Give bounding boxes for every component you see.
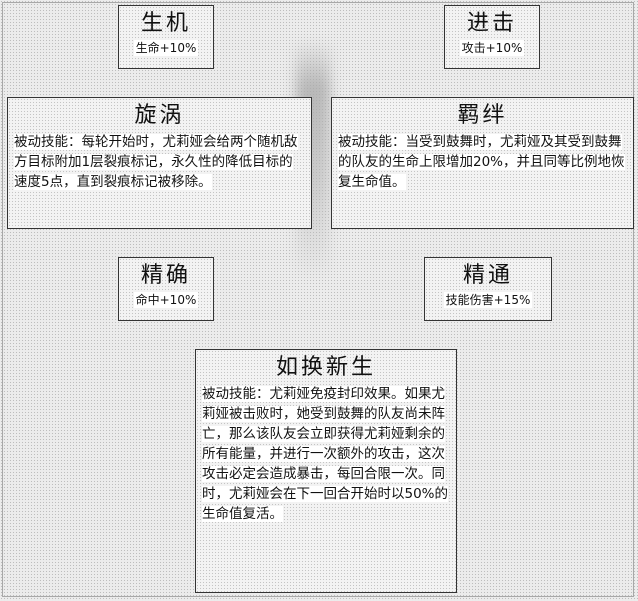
card-title: 旋涡	[134, 103, 185, 128]
card-title: 进击	[466, 11, 517, 36]
card-jiban: 羁绊 被动技能：当受到鼓舞时，尤莉娅及其受到鼓舞的队友的生命上限增加20%，并且…	[331, 97, 634, 229]
card-description: 被动技能：每轮开始时，尤莉娅会给两个随机敌方目标附加1层裂痕标记，永久性的降低目…	[14, 134, 298, 190]
card-title: 生机	[140, 11, 191, 36]
card-title: 精通	[462, 263, 513, 288]
card-xuanwo: 旋涡 被动技能：每轮开始时，尤莉娅会给两个随机敌方目标附加1层裂痕标记，永久性的…	[7, 97, 312, 229]
card-title: 精确	[140, 263, 191, 288]
card-title: 如换新生	[275, 355, 376, 380]
card-stat: 攻击+10%	[459, 40, 525, 56]
card-title: 羁绊	[457, 103, 508, 128]
card-stat: 命中+10%	[133, 292, 199, 308]
card-jingtong: 精通 技能伤害+15%	[424, 257, 552, 321]
card-ruhuanxinsheng: 如换新生 被动技能：尤莉娅免疫封印效果。如果尤莉娅被击败时，她受到鼓舞的队友尚未…	[195, 349, 457, 593]
card-jingque: 精确 命中+10%	[118, 257, 214, 321]
card-stat: 生命+10%	[133, 40, 199, 56]
card-jinji: 进击 攻击+10%	[444, 5, 540, 69]
card-shengji: 生机 生命+10%	[118, 5, 214, 69]
card-description: 被动技能：尤莉娅免疫封印效果。如果尤莉娅被击败时，她受到鼓舞的队友尚未阵亡，那么…	[202, 386, 449, 522]
card-description: 被动技能：当受到鼓舞时，尤莉娅及其受到鼓舞的队友的生命上限增加20%，并且同等比…	[338, 134, 625, 190]
card-stat: 技能伤害+15%	[443, 292, 533, 308]
